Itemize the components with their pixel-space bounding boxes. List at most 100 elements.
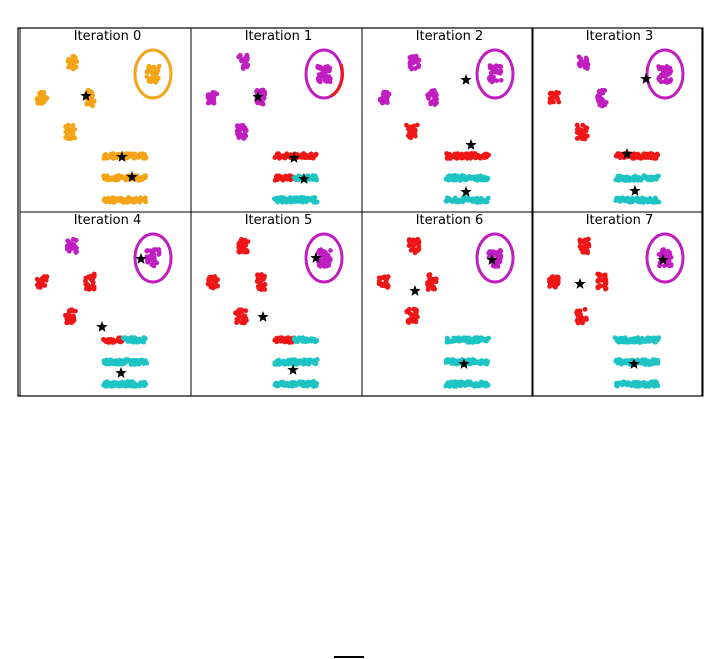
panel-iteration-1: Iteration 1 — [190, 27, 363, 213]
point-blob_top_left — [244, 52, 250, 58]
point-blob_bottom_left — [582, 306, 588, 312]
point-blob_bottom_left — [241, 135, 247, 141]
page-rule — [334, 656, 364, 658]
point-blob_bottom_left — [235, 124, 241, 130]
point-blob_bottom_left — [238, 133, 243, 138]
point-stripe_3 — [314, 199, 320, 205]
point-blob_top_left — [238, 237, 244, 243]
point-circle_cluster — [320, 74, 325, 79]
point-blob_center — [597, 272, 602, 278]
point-blob_center — [260, 87, 266, 93]
point-blob_top_left — [576, 54, 582, 60]
point-circle_cluster — [145, 248, 150, 253]
centroid-star-2 — [287, 364, 299, 375]
point-blob_top_left — [416, 246, 422, 252]
panel-title: Iteration 2 — [416, 29, 484, 44]
point-stripe_3 — [143, 381, 149, 387]
point-blob_center — [426, 95, 431, 101]
point-blob_left — [40, 276, 46, 282]
point-stripe_1 — [486, 335, 492, 341]
point-blob_top_left — [410, 243, 416, 249]
point-blob_center — [595, 97, 601, 103]
point-circle_cluster — [324, 79, 330, 84]
point-blob_bottom_left — [575, 127, 580, 132]
point-blob_bottom_left — [409, 313, 415, 319]
point-blob_left — [377, 276, 383, 282]
point-circle_cluster — [149, 249, 154, 254]
point-circle_cluster — [145, 259, 150, 265]
point-blob_top_left — [407, 64, 413, 70]
point-blob_top_left — [407, 55, 413, 61]
point-blob_left — [210, 277, 216, 282]
point-blob_bottom_left — [241, 320, 247, 326]
centroid-star-2 — [298, 173, 310, 184]
point-stripe_3 — [484, 199, 490, 205]
centroid-star-2 — [460, 186, 472, 197]
point-blob_center — [425, 287, 431, 292]
point-circle_cluster — [315, 63, 321, 69]
point-blob_bottom_left — [65, 134, 71, 139]
point-blob_top_left — [577, 237, 583, 243]
point-blob_top_left — [72, 246, 78, 252]
point-blob_center — [262, 91, 268, 97]
point-stripe_1 — [314, 338, 320, 344]
point-circle_cluster — [156, 63, 162, 69]
point-circle_cluster — [497, 71, 503, 76]
centroid-star-2 — [629, 185, 641, 196]
point-blob_bottom_left — [243, 127, 249, 132]
point-blob_top_left — [239, 242, 245, 248]
point-circle_cluster — [489, 249, 494, 254]
point-blob_top_left — [70, 53, 76, 59]
point-blob_bottom_left — [406, 320, 412, 325]
point-blob_center — [91, 98, 97, 104]
centroid-star-1 — [409, 285, 421, 296]
point-circle_cluster — [493, 253, 499, 258]
point-stripe_3 — [485, 195, 491, 201]
centroid-star-0 — [640, 73, 652, 84]
point-blob_top_left — [576, 61, 582, 67]
point-blob_left — [550, 93, 555, 99]
point-blob_bottom_left — [72, 135, 78, 141]
cluster-ring — [645, 48, 685, 100]
point-circle_cluster — [152, 78, 157, 84]
point-stripe_1 — [486, 152, 492, 158]
point-blob_bottom_left — [68, 316, 74, 321]
point-blob_bottom_left — [574, 136, 580, 141]
point-blob_top_left — [586, 241, 591, 247]
point-blob_center — [255, 276, 261, 282]
point-circle_cluster — [326, 263, 332, 268]
centroid-star-1 — [574, 278, 586, 289]
point-stripe_2 — [313, 361, 319, 367]
point-blob_top_left — [416, 240, 422, 246]
centroid-star-0 — [486, 254, 498, 265]
point-blob_left — [549, 274, 555, 280]
centroid-star-2 — [628, 358, 640, 369]
point-circle_cluster — [325, 252, 331, 258]
point-blob_left — [211, 98, 217, 104]
point-blob_bottom_left — [243, 308, 249, 314]
panel-iteration-6: Iteration 6 — [361, 211, 534, 397]
point-stripe_2 — [656, 173, 661, 179]
point-blob_top_left — [73, 237, 79, 243]
point-blob_bottom_left — [236, 312, 242, 318]
centroid-star-0 — [80, 90, 92, 101]
point-blob_center — [260, 284, 266, 290]
centroid-star-2 — [458, 358, 470, 369]
point-circle_cluster — [490, 263, 496, 269]
point-blob_bottom_left — [407, 130, 412, 136]
point-circle_cluster — [666, 68, 671, 73]
point-blob_center — [600, 97, 606, 103]
cluster-ring — [645, 232, 685, 284]
point-blob_top_left — [406, 243, 412, 249]
point-blob_center — [595, 285, 601, 291]
point-blob_left — [556, 90, 561, 96]
point-circle_cluster — [145, 68, 150, 74]
panel-title: Iteration 7 — [586, 213, 654, 228]
point-blob_left — [383, 89, 389, 95]
centroid-star-0 — [460, 74, 472, 85]
point-blob_bottom_left — [574, 310, 579, 315]
point-blob_bottom_left — [413, 310, 419, 316]
point-blob_bottom_left — [575, 320, 581, 326]
point-stripe_2 — [144, 360, 150, 366]
